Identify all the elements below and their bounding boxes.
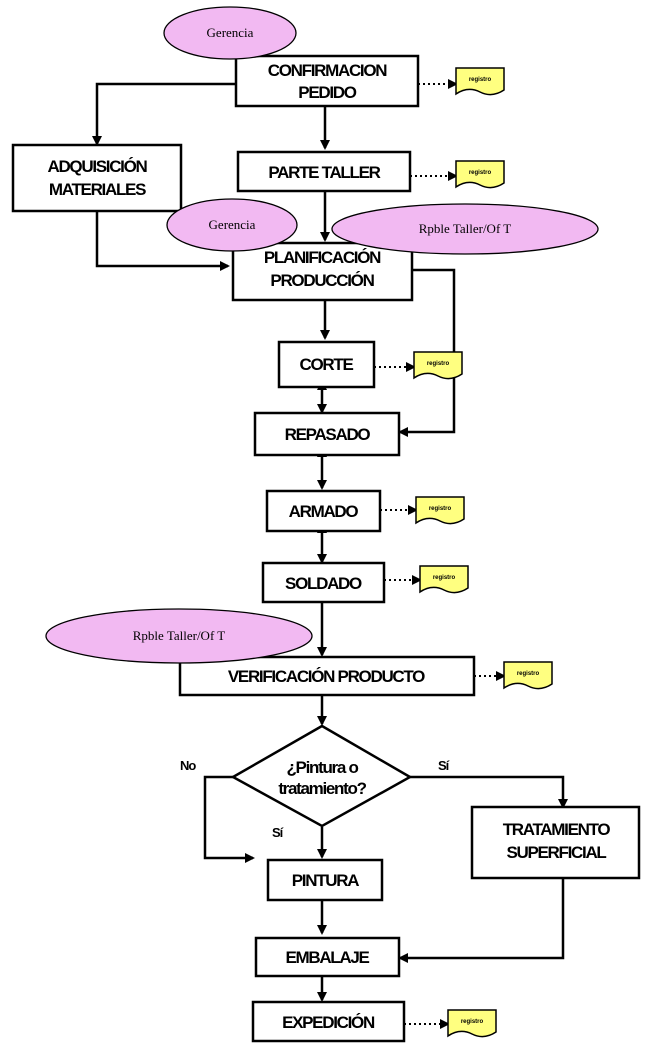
- label-planificacion-1: PLANIFICACIÓN: [264, 248, 381, 267]
- edge-decision-tratamiento: [410, 775, 568, 809]
- doc-parte-taller: registro: [455, 160, 505, 189]
- box-labels: CONFIRMACION PEDIDO ADQUISICIÓN MATERIAL…: [47, 61, 611, 1032]
- box-adquisicion: [11, 143, 183, 213]
- label-tratamiento-2: SUPERFICIAL: [506, 843, 606, 862]
- label-decision-1: ¿Pintura o: [286, 758, 358, 777]
- box-corte: [277, 340, 376, 389]
- doc-armado: registro: [415, 496, 465, 525]
- label-confirmacion-2: PEDIDO: [298, 83, 356, 102]
- doc-soldado: registro: [419, 565, 469, 594]
- label-embalaje: EMBALAJE: [285, 948, 369, 967]
- label-parte-taller: PARTE TALLER: [268, 163, 380, 182]
- label-verificacion: VERIFICACIÓN PRODUCTO: [228, 667, 425, 686]
- role-rpble-taller-2-label: Rpble Taller/Of T: [133, 628, 226, 643]
- label-adquisicion-2: MATERIALES: [49, 180, 146, 199]
- box-soldado: [261, 561, 386, 604]
- edge-confirmacion-adquisicion: [92, 82, 236, 146]
- edge-labels: No Sí Sí: [180, 758, 451, 840]
- box-confirmacion: [234, 54, 420, 108]
- role-gerencia-1-label: Gerencia: [207, 25, 254, 40]
- box-planificacion: [231, 241, 414, 302]
- label-repasado: REPASADO: [285, 425, 371, 444]
- doc-label: registro: [433, 575, 456, 581]
- box-repasado: [253, 411, 401, 457]
- connectors: [92, 82, 568, 1002]
- role-gerencia-2: Gerencia: [166, 198, 298, 252]
- label-soldado: SOLDADO: [285, 574, 362, 593]
- doc-label: registro: [461, 1019, 484, 1025]
- decision-diamond: [230, 724, 413, 828]
- label-armado: ARMADO: [289, 502, 359, 521]
- doc-label: registro: [517, 671, 540, 677]
- label-corte: CORTE: [299, 355, 353, 374]
- edge-label-si-down: Sí: [272, 825, 284, 840]
- label-planificacion-2: PRODUCCIÓN: [270, 271, 374, 290]
- label-adquisicion-1: ADQUISICIÓN: [47, 157, 147, 176]
- box-parte-taller: [236, 150, 412, 193]
- doc-label: registro: [429, 506, 452, 512]
- doc-verificacion: registro: [503, 661, 553, 690]
- doc-label: registro: [469, 170, 492, 176]
- role-ellipses: Gerencia Gerencia Rpble Taller/Of T Rpbl…: [45, 6, 599, 664]
- role-rpble-taller-1-label: Rpble Taller/Of T: [419, 221, 512, 236]
- process-boxes: [11, 54, 641, 1043]
- label-decision-2: tratamiento?: [278, 779, 366, 798]
- label-tratamiento-1: TRATAMIENTO: [503, 820, 611, 839]
- edge-planificacion-repasado: [398, 268, 456, 437]
- edge-label-no: No: [180, 758, 196, 773]
- doc-label: registro: [469, 77, 492, 83]
- edge-decision-embalaje: [203, 775, 255, 863]
- role-rpble-taller-2: Rpble Taller/Of T: [45, 608, 313, 664]
- role-gerencia-1: Gerencia: [163, 6, 297, 60]
- label-expedicion: EXPEDICIÓN: [282, 1013, 375, 1032]
- label-confirmacion-1: CONFIRMACION: [268, 61, 388, 80]
- role-rpble-taller-1: Rpble Taller/Of T: [331, 203, 599, 255]
- edge-adquisicion-planificacion: [95, 212, 230, 271]
- box-expedicion: [251, 1000, 406, 1043]
- label-pintura: PINTURA: [292, 871, 359, 890]
- box-tratamiento: [470, 805, 641, 880]
- doc-label: registro: [427, 361, 450, 367]
- document-connectors: [374, 79, 506, 1029]
- edge-label-si-right: Sí: [438, 758, 450, 773]
- doc-expedicion: registro: [447, 1009, 497, 1038]
- doc-confirmacion: registro: [455, 67, 505, 96]
- document-icons: registro registro registro registro regi…: [413, 67, 553, 1038]
- edge-tratamiento-embalaje: [398, 879, 565, 963]
- doc-corte: registro: [413, 351, 463, 380]
- box-pintura: [266, 858, 384, 902]
- box-armado: [265, 489, 382, 533]
- box-verificacion: [178, 655, 476, 697]
- box-embalaje: [254, 936, 401, 978]
- role-gerencia-2-label: Gerencia: [209, 217, 256, 232]
